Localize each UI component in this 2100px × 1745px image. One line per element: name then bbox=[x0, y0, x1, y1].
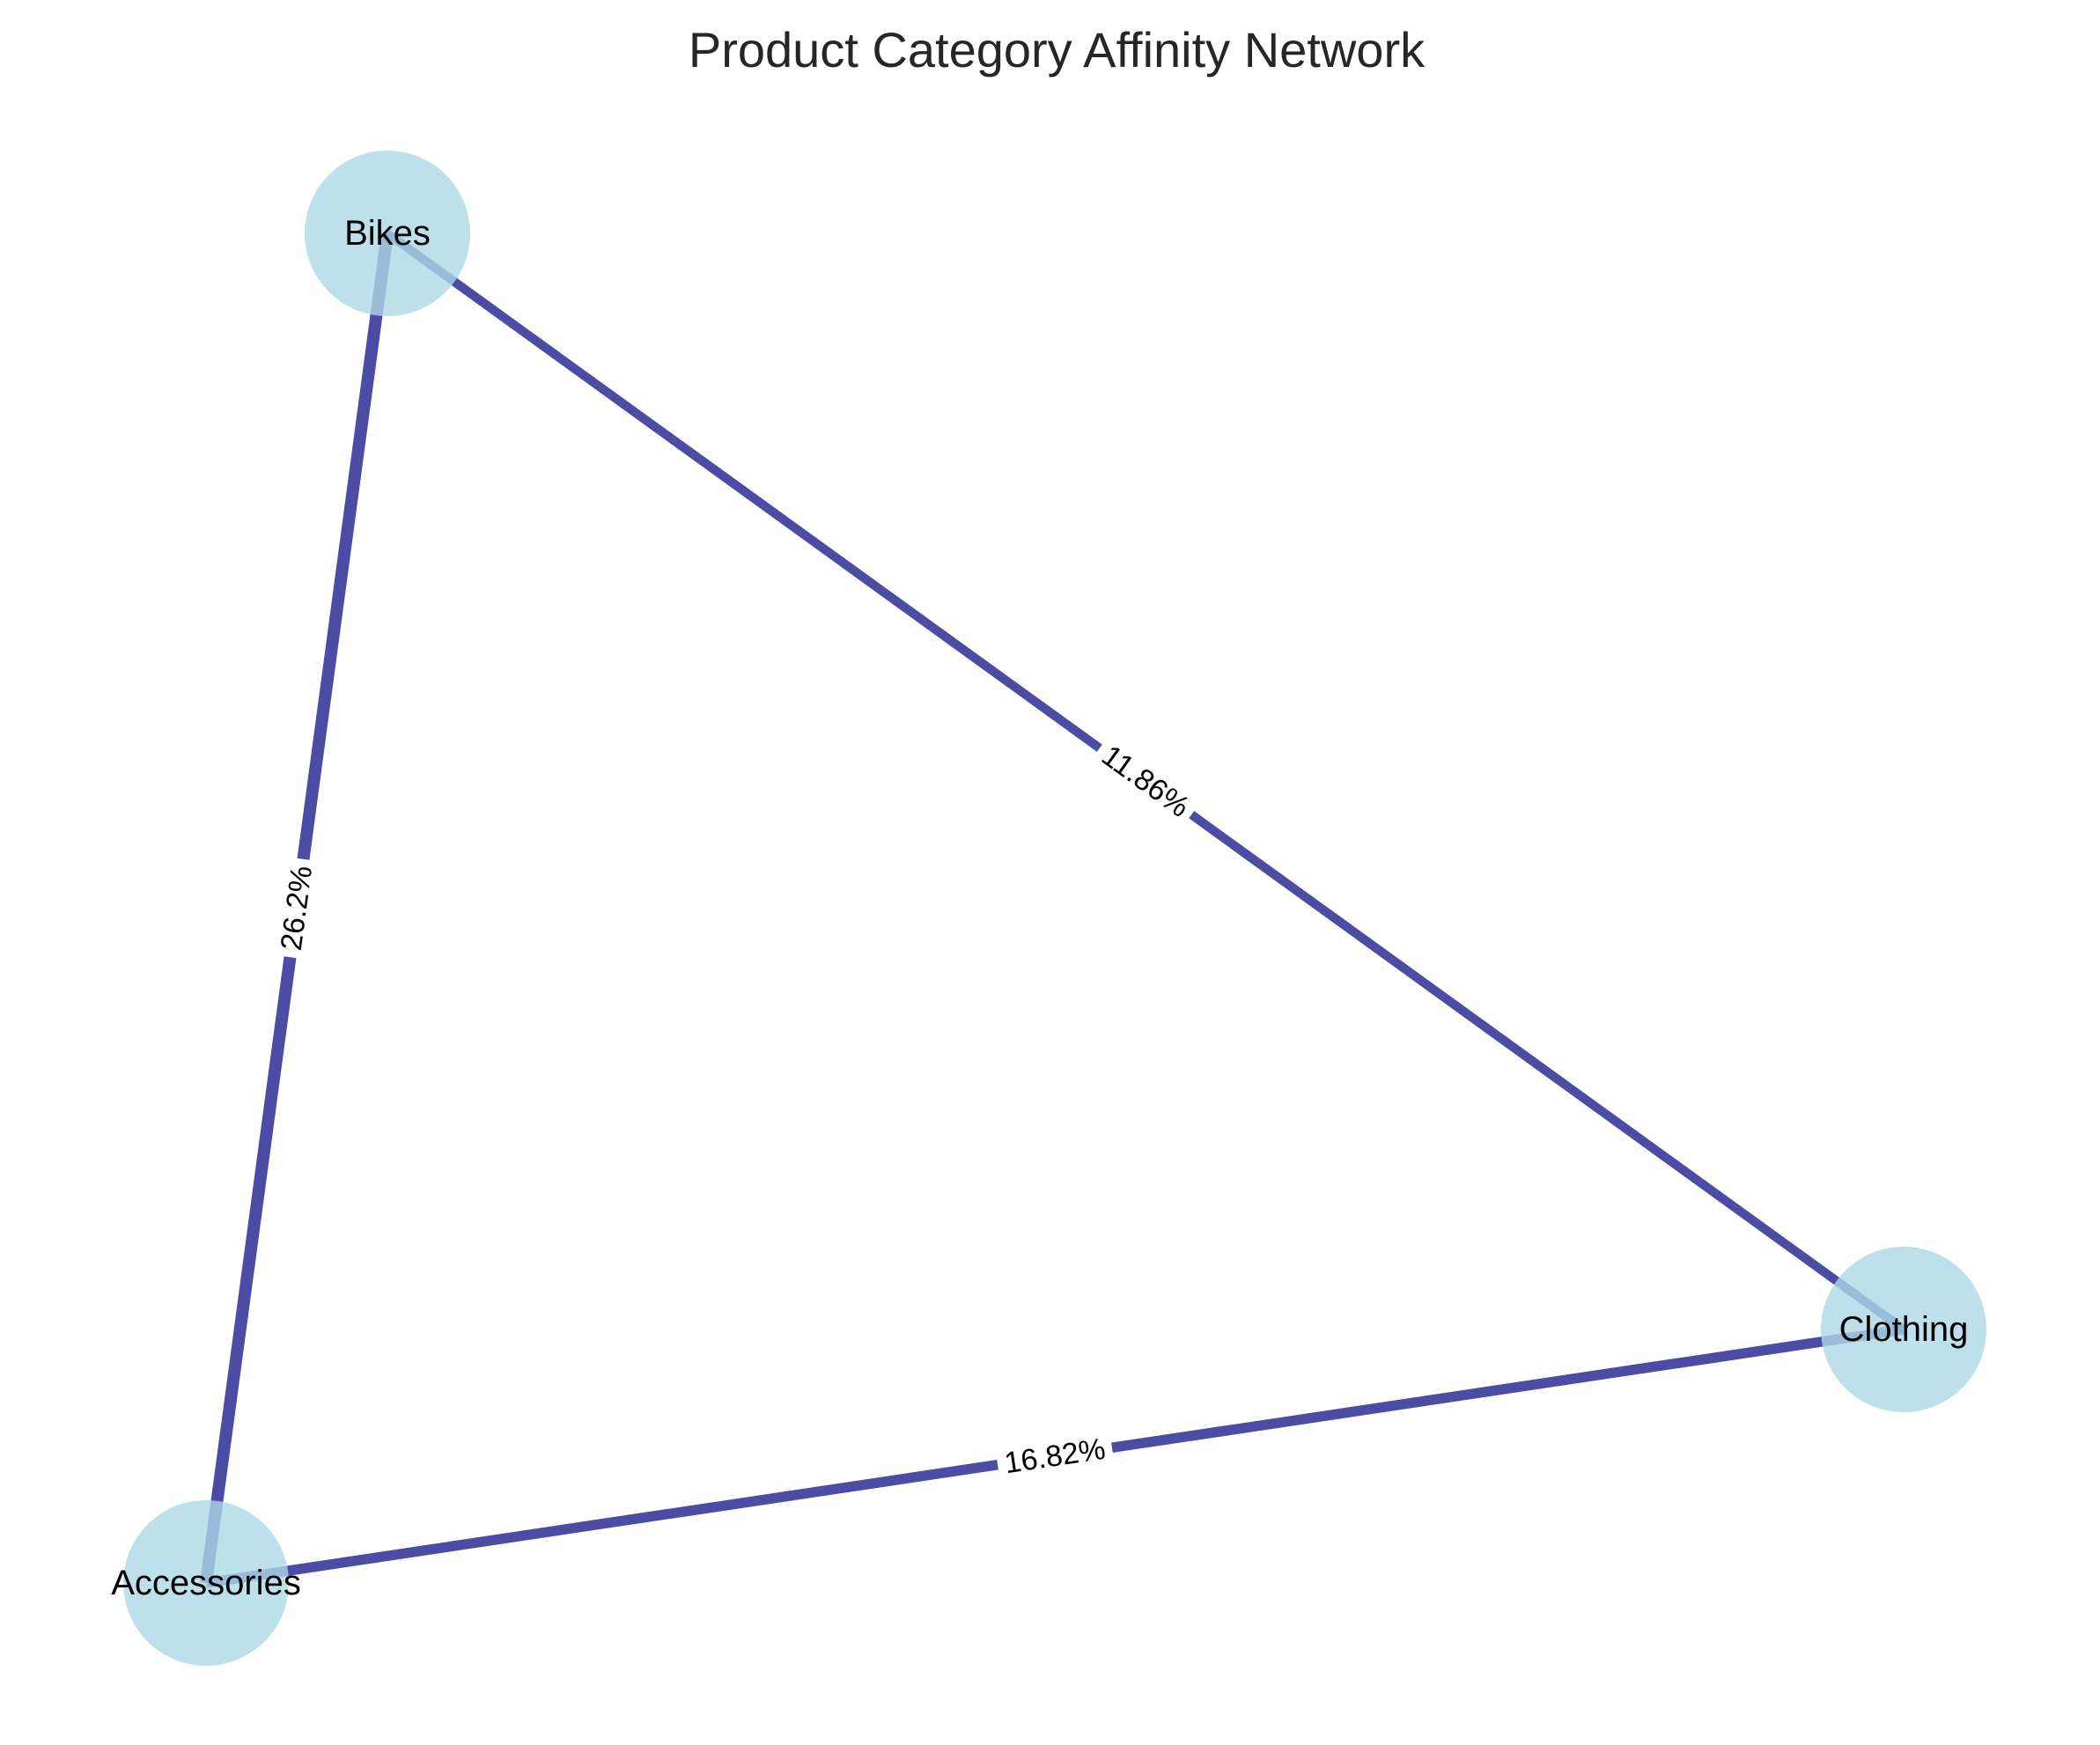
node-bikes bbox=[305, 151, 470, 316]
edge-label-backdrop bbox=[994, 1429, 1116, 1484]
node-accessories bbox=[123, 1500, 289, 1666]
node-clothing bbox=[1821, 1247, 1986, 1412]
edge-label-backdrop bbox=[271, 857, 322, 960]
edge-labels-layer: 26.2% 11.86% 16.82% bbox=[271, 733, 1203, 1484]
edge-label-group-bikes-clothing: 11.86% bbox=[1088, 733, 1203, 830]
chart-title: Product Category Affinity Network bbox=[689, 22, 1426, 77]
edge-label-bikes-accessories: 26.2% bbox=[275, 864, 319, 953]
edge-label-group-bikes-accessories: 26.2% bbox=[271, 857, 322, 960]
nodes-layer bbox=[123, 151, 1986, 1666]
edge-label-group-accessories-clothing: 16.82% bbox=[994, 1429, 1116, 1484]
edge-label-accessories-clothing: 16.82% bbox=[1002, 1432, 1108, 1481]
node-label-accessories: Accessories bbox=[111, 1564, 301, 1602]
edge-label-backdrop bbox=[1088, 733, 1203, 830]
edges-layer bbox=[200, 229, 1906, 1588]
node-label-bikes: Bikes bbox=[344, 214, 431, 253]
node-label-clothing: Clothing bbox=[1839, 1310, 1969, 1349]
edge-label-bikes-clothing: 11.86% bbox=[1095, 739, 1196, 824]
